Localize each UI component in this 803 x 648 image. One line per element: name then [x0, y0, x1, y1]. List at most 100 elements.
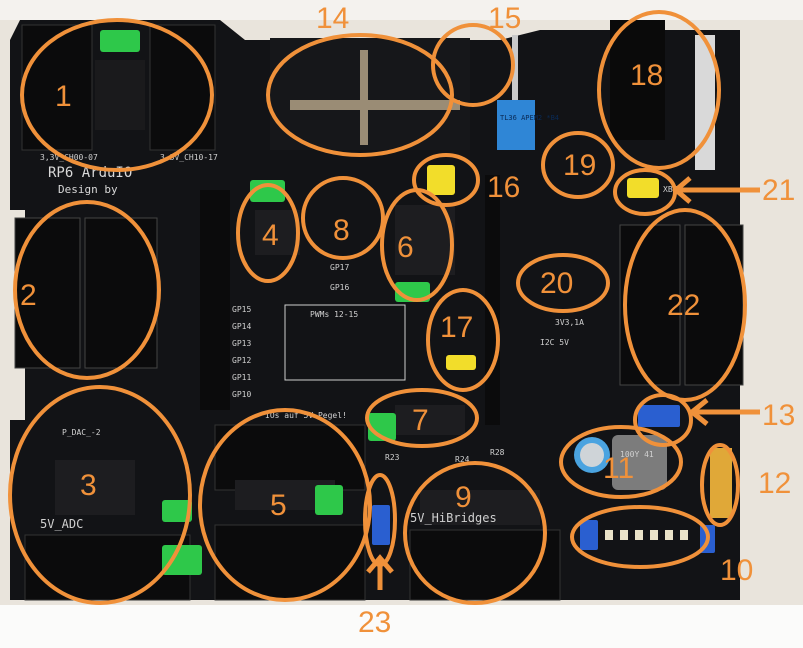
ellipse-11	[559, 425, 683, 499]
callout-23: 23	[358, 606, 391, 639]
ic-pca9535	[255, 210, 300, 255]
board-subtitle: Design by	[58, 183, 118, 196]
silk-gp12: GP12	[232, 356, 251, 365]
ellipse-20	[516, 253, 610, 313]
ic-pcf8591	[55, 460, 135, 515]
jumper-green	[100, 30, 140, 52]
silk-dac: P_DAC_-2	[62, 428, 101, 437]
jumper-yellow-21	[627, 178, 659, 198]
callout-7: 7	[412, 404, 429, 437]
callout-6: 6	[397, 231, 414, 264]
callout-13: 13	[762, 399, 795, 432]
ellipse-1	[20, 18, 214, 172]
callout-17: 17	[440, 311, 473, 344]
annotation-arrows	[366, 176, 760, 590]
callout-5: 5	[270, 489, 287, 522]
callout-11: 11	[603, 452, 634, 485]
silk-xbus: XBUS	[663, 185, 682, 194]
callout-20: 20	[540, 267, 573, 300]
callout-3: 3	[80, 469, 97, 502]
callout-2: 2	[20, 279, 37, 312]
led-row-10	[605, 530, 688, 540]
ellipse-16	[412, 153, 480, 207]
switch-label: TL36 APEM2 *B4	[500, 114, 559, 122]
jumper-blue-23	[372, 505, 390, 545]
callout-16: 16	[487, 171, 520, 204]
pwm-box	[284, 304, 406, 381]
silk-gp14: GP14	[232, 322, 251, 331]
silk-levels-5v: IOs auf 5V-Pegel!	[265, 411, 347, 420]
pcb-board	[10, 20, 740, 600]
arrow-23	[366, 554, 394, 590]
silk-gp16: GP16	[330, 283, 349, 292]
connector-1	[21, 24, 216, 151]
panel-gap	[290, 100, 460, 110]
callout-19: 19	[563, 149, 596, 182]
ellipse-8	[301, 176, 385, 260]
jumper-blue-13	[638, 405, 680, 427]
ellipse-4	[236, 183, 300, 283]
ellipse-7	[365, 388, 479, 448]
callout-18: 18	[630, 59, 663, 92]
callout-14: 14	[316, 2, 349, 35]
jumper-green-3a	[162, 500, 192, 522]
silk-ch-left: 3,3V_CH00-07	[40, 153, 98, 162]
breakaway-panel	[270, 38, 470, 150]
arrow-13	[687, 398, 760, 426]
arduino-header	[485, 175, 500, 425]
jumper-green-5	[315, 485, 343, 515]
jumper-blue-10a	[580, 520, 598, 550]
toggle-lever	[512, 35, 518, 100]
ellipse-3	[8, 385, 192, 605]
ellipse-17	[426, 288, 500, 392]
capacitor-top	[580, 443, 604, 467]
silk-i2c: I2C 5V	[540, 338, 569, 347]
silk-r23: R23	[385, 453, 400, 462]
connector-5	[214, 524, 366, 601]
component-12	[710, 448, 732, 518]
connector-5-top	[214, 424, 366, 491]
jumper-yellow-17	[446, 355, 476, 370]
inductor-label: 100Y 41	[620, 450, 654, 459]
callout-15: 15	[488, 2, 521, 35]
jumper-yellow-16	[427, 165, 455, 195]
callout-10: 10	[720, 554, 753, 587]
callout-8: 8	[333, 214, 350, 247]
fuse	[695, 35, 715, 170]
pwm-title: PWMs 12-15	[310, 310, 358, 319]
ellipse-12	[700, 443, 740, 527]
ellipse-14	[266, 33, 454, 157]
bottom-margin	[0, 605, 803, 648]
silk-5v-hibridges: 5V_HiBridges	[410, 511, 497, 525]
ellipse-5	[198, 408, 372, 602]
ellipse-2	[13, 200, 161, 380]
ellipse-10	[570, 505, 710, 569]
silk-ch-right: 3,3V_CH10-17	[160, 153, 218, 162]
ic-7	[395, 405, 465, 435]
dc-jack	[610, 20, 665, 140]
silk-regulator: 3V3,1A	[555, 318, 584, 327]
ellipse-19	[541, 131, 615, 199]
arrow-21	[672, 176, 760, 204]
top-margin	[0, 0, 803, 20]
callout-21: 21	[762, 174, 795, 207]
toggle-switch	[497, 100, 535, 150]
inductor	[612, 435, 667, 490]
ellipse-9	[403, 461, 547, 605]
callout-1: 1	[55, 80, 72, 113]
callout-12: 12	[758, 467, 791, 500]
callout-4: 4	[262, 219, 279, 252]
ellipse-22	[623, 208, 747, 402]
jumper-green-3b	[162, 545, 202, 575]
panel-gap-v	[360, 50, 368, 145]
silk-5v-adc: 5V_ADC	[40, 517, 83, 531]
silk-gp15: GP15	[232, 305, 251, 314]
jumper-row	[200, 190, 230, 410]
silk-r24: R24	[455, 455, 470, 464]
callout-9: 9	[455, 481, 472, 514]
silk-gp11: GP11	[232, 373, 251, 382]
silk-r28: R28	[490, 448, 505, 457]
silk-gp17: GP17	[330, 263, 349, 272]
silk-gp13: GP13	[232, 339, 251, 348]
ic-9	[420, 490, 540, 525]
